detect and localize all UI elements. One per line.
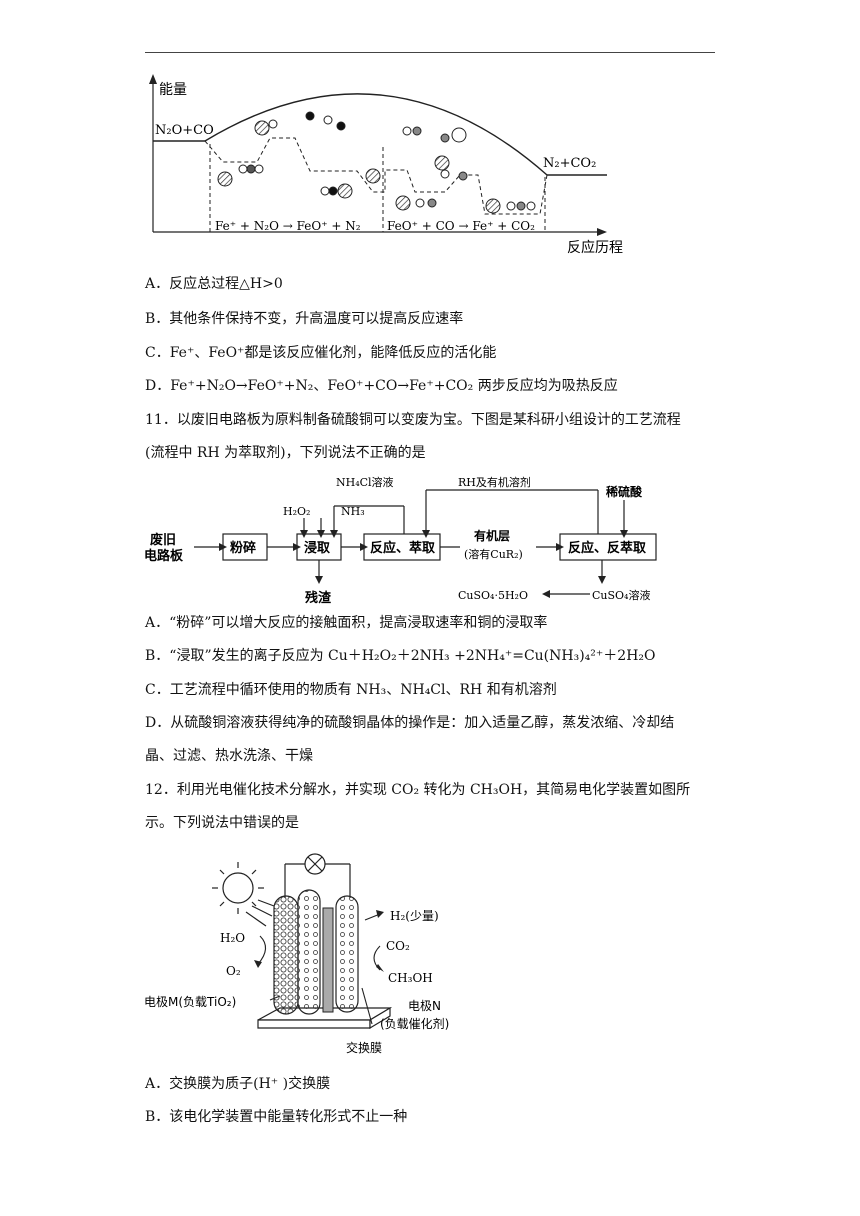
external-circuit [284, 863, 351, 898]
organic-layer-label-1: 有机层 [474, 528, 510, 543]
h2o2-label: H₂O₂ [283, 505, 310, 518]
process-flow-diagram: 废旧 电路板 粉碎 浸取 反应、萃取 反应、反萃取 H₂O₂ NH₃ NH₄Cl… [144, 475, 657, 606]
q11-option-c: C．工艺流程中循环使用的物质有 NH₃、NH₄Cl、RH 和有机溶剂 [145, 682, 557, 698]
q11-stem-line2: (流程中 RH 为萃取剂)，下列说法不正确的是 [145, 445, 426, 461]
hydrogen-label: H₂(少量) [390, 909, 439, 923]
box-crush-label: 粉碎 [230, 540, 256, 556]
box-leach-label: 浸取 [304, 540, 331, 556]
q10-option-c: C．Fe⁺、FeO⁺都是该反应催化剂，能降低反应的活化能 [145, 345, 497, 361]
sun-icon [212, 862, 275, 927]
q11-option-d-cont: 晶、过滤、热水洗涤、干燥 [145, 748, 313, 764]
oxygen-label: O₂ [226, 964, 241, 978]
bulb-icon [304, 853, 326, 875]
electrode-n [335, 895, 359, 1013]
box-extract-label: 反应、萃取 [370, 540, 436, 556]
electrochemical-cell-diagram: H₂O O₂ H₂(少量) CO₂ CH₃OH 电极M(负载TiO₂) 电极N … [144, 853, 449, 1055]
electrode-n-label-1: 电极N [408, 999, 441, 1013]
q12-stem-line1: 12．利用光电催化技术分解水，并实现 CO₂ 转化为 CH₃OH，其简易电化学装… [145, 782, 691, 798]
products-label: N₂+CO₂ [543, 156, 596, 171]
residue-label: 残渣 [305, 590, 332, 606]
x-axis-label: 反应历程 [567, 239, 623, 256]
membrane [322, 907, 334, 1013]
reactants-label: N₂O+CO [155, 123, 214, 138]
q10-option-d: D．Fe⁺+N₂O→FeO⁺+N₂、FeO⁺+CO→Fe⁺+CO₂ 两步反应均为… [145, 378, 618, 394]
source-label-1: 废旧 [150, 532, 176, 548]
q11-stem-line1: 11．以废旧电路板为原料制备硫酸铜可以变废为宝。下图是某科研小组设计的工艺流程 [145, 412, 681, 428]
step2-equation: FeO⁺ + CO → Fe⁺ + CO₂ [387, 219, 535, 233]
cuso4-solution-label: CuSO₄溶液 [592, 588, 650, 602]
membrane-label: 交换膜 [346, 1040, 382, 1055]
q11-option-b: B．“浸取”发生的离子反应为 Cu＋H₂O₂＋2NH₃ +2NH₄⁺=Cu(NH… [145, 648, 656, 664]
q11-option-d: D．从硫酸铜溶液获得纯净的硫酸铜晶体的操作是：加入适量乙醇，蒸发浓缩、冷却结 [145, 715, 675, 731]
q10-option-a: A．反应总过程△H>0 [145, 276, 283, 292]
step1-equation: Fe⁺ + N₂O → FeO⁺ + N₂ [215, 219, 361, 233]
energy-profile-diagram: 能量 反应历程 N₂O+CO N₂+CO₂ Fe⁺ + N₂O → FeO⁺ +… [149, 74, 623, 256]
q12-option-a: A．交换膜为质子(H⁺ )交换膜 [145, 1076, 331, 1092]
q11-option-a: A．“粉碎”可以增大反应的接触面积，提高浸取速率和铜的浸取率 [145, 615, 548, 631]
acid-label: 稀硫酸 [606, 484, 643, 499]
rh-label: RH及有机溶剂 [458, 475, 531, 489]
crystal-label: CuSO₄·5H₂O [458, 589, 528, 602]
source-label-2: 电路板 [144, 548, 184, 564]
q12-stem-line2: 示。下列说法中错误的是 [145, 815, 299, 831]
co2-label: CO₂ [386, 939, 410, 953]
uncatalysed-curve [204, 93, 548, 176]
electrode-m [273, 895, 299, 1015]
water-label: H₂O [220, 931, 245, 945]
organic-layer-label-2: (溶有CuR₂) [464, 547, 523, 561]
q12-option-b: B．该电化学装置中能量转化形式不止一种 [145, 1109, 408, 1125]
molecule-icons [217, 111, 536, 214]
header-rule [145, 52, 715, 53]
y-axis-label: 能量 [159, 82, 187, 98]
box-strip-label: 反应、反萃取 [568, 540, 647, 556]
electrode-n-label-2: (负载催化剂) [380, 1016, 449, 1031]
methanol-label: CH₃OH [388, 971, 433, 985]
nh4cl-label: NH₄Cl溶液 [336, 475, 394, 489]
nh3-label: NH₃ [341, 505, 365, 518]
catalysed-pathway [204, 137, 548, 215]
electrode-m-label: 电极M(负载TiO₂) [144, 995, 236, 1009]
q10-option-b: B．其他条件保持不变，升高温度可以提高反应速率 [145, 311, 464, 327]
